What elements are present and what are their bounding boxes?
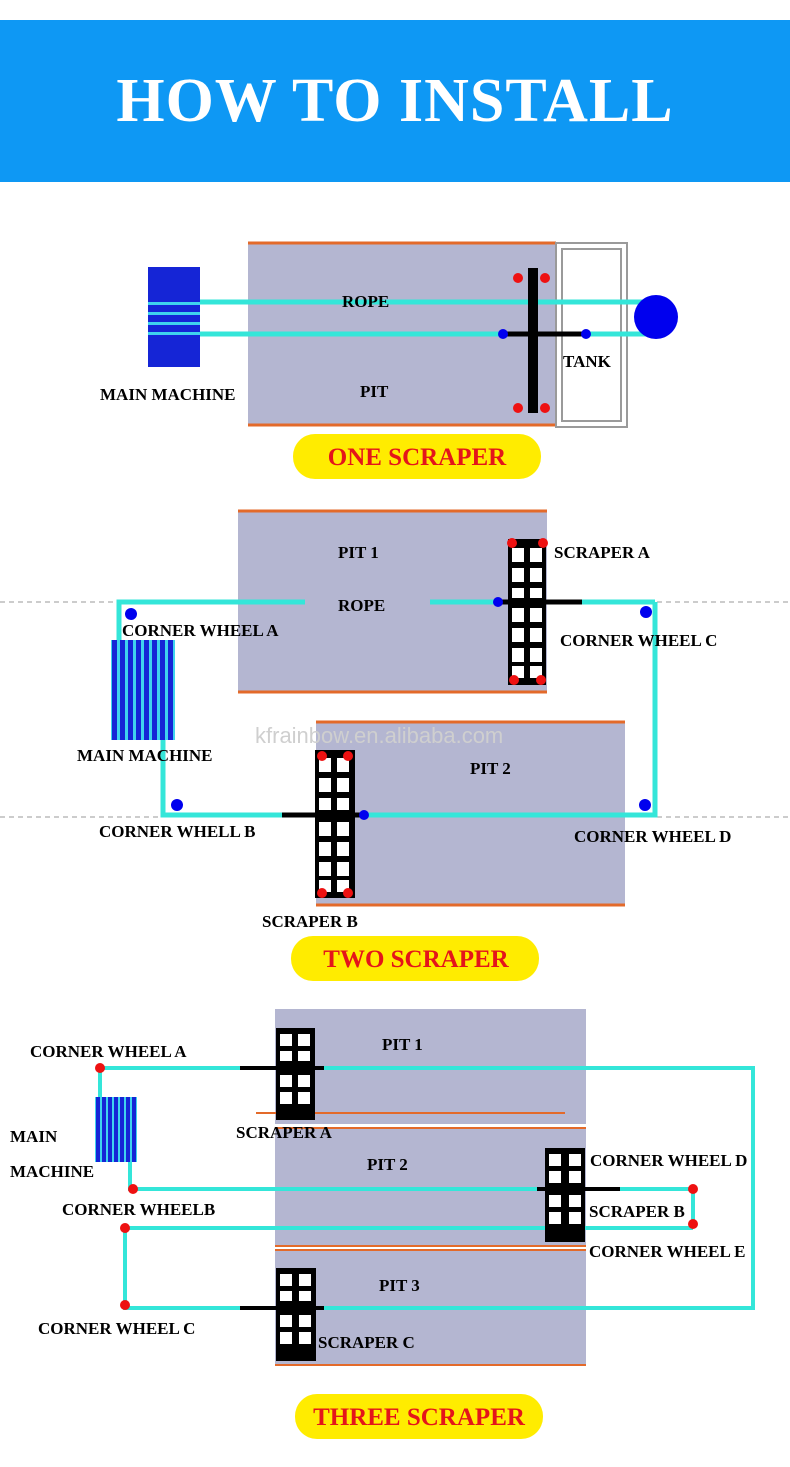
rope-label: ROPE [342,292,389,311]
scraper-b-label: SCRAPER B [589,1202,685,1221]
scraper-b-label: SCRAPER B [262,912,358,931]
caption-pill [295,1394,543,1439]
scraper-b [282,750,365,898]
rope-label: ROPE [338,596,385,615]
scraper-wheel-dot [513,403,523,413]
rope-path [116,599,305,640]
caption-pill [291,936,539,981]
scraper-wheel-dot [540,403,550,413]
corner-wheel-e-dot [688,1219,698,1229]
rope-path [160,740,285,818]
pit-2-label: PIT 2 [367,1155,408,1174]
corner-wheel-d-label: CORNER WHEEL D [574,827,731,846]
scraper-a-label: SCRAPER A [236,1123,333,1142]
watermark: kfrainbow.en.alibaba.com [255,723,503,748]
corner-wheel-c-label: CORNER WHEEL C [38,1319,195,1338]
scraper-wheel-dot [507,538,517,548]
rope-joint-dot [498,329,508,339]
main-machine [111,640,175,740]
pit-1-label: PIT 1 [382,1035,423,1054]
scraper-wheel-dot [509,675,519,685]
header-banner: HOW TO INSTALL [0,20,790,182]
pit-3-label: PIT 3 [379,1276,420,1295]
scraper-wheel-dot [536,675,546,685]
one-scraper-diagram: ROPE TANK MAIN MACHINE PIT ONE SCRAPER [100,241,678,479]
scraper-a [240,1028,324,1120]
caption-three-scraper: THREE SCRAPER [313,1404,526,1431]
rope-joint-dot [493,597,503,607]
scraper-wheel-dot [538,538,548,548]
corner-wheel-e-label: CORNER WHEEL E [589,1242,746,1261]
tank-label: TANK [563,352,612,371]
main-machine-label-line1: MAIN [10,1127,58,1146]
scraper-a-label: SCRAPER A [554,543,651,562]
rope-joint-dot [581,329,591,339]
corner-wheel-c-label: CORNER WHEEL C [560,631,717,650]
scraper-wheel-dot [343,751,353,761]
caption-one-scraper: ONE SCRAPER [328,444,507,471]
corner-wheel-dot [120,1223,130,1233]
scraper-wheel-dot [317,888,327,898]
main-machine-label: MAIN MACHINE [100,385,236,404]
rope-joint-dot [359,810,369,820]
corner-wheel-b-dot [171,799,183,811]
main-machine [95,1097,137,1162]
corner-wheel-d-dot [639,799,651,811]
corner-wheel-b-label: CORNER WHEELB [62,1200,215,1219]
two-scraper-diagram: PIT 1 ROPE SCRAPER A CORNER WHEEL A CORN… [0,509,790,981]
main-machine-label-line2: MACHINE [10,1162,94,1181]
corner-wheel-a-dot [95,1063,105,1073]
pit-2-label: PIT 2 [470,759,511,778]
scraper-a [498,539,582,685]
scraper-c [240,1268,324,1361]
scraper-b [537,1148,620,1242]
caption-pill [293,434,541,479]
scraper-wheel-dot [343,888,353,898]
caption-two-scraper: TWO SCRAPER [323,946,509,973]
three-scraper-diagram: CORNER WHEEL A PIT 1 SCRAPER A MAIN MACH… [10,1009,755,1439]
scraper-wheel-dot [317,751,327,761]
pit-label: PIT [360,382,389,401]
main-machine-label: MAIN MACHINE [77,746,213,765]
corner-wheel-d-dot [688,1184,698,1194]
scraper-wheel-dot [540,273,550,283]
corner-wheel-d-label: CORNER WHEEL D [590,1151,747,1170]
page-title: HOW TO INSTALL [116,67,674,135]
corner-wheel-c-dot [120,1300,130,1310]
corner-wheel [634,295,678,339]
corner-wheel-b-label: CORNER WHELL B [99,822,256,841]
scraper-wheel-dot [513,273,523,283]
corner-wheel-a-label: CORNER WHEEL A [30,1042,187,1061]
main-machine [148,267,200,367]
corner-wheel-c-dot [640,606,652,618]
corner-wheel-a-label: CORNER WHEEL A [122,621,279,640]
rope-path [330,602,658,818]
corner-wheel-a-dot [125,608,137,620]
scraper-c-label: SCRAPER C [318,1333,415,1352]
pit-1-label: PIT 1 [338,543,379,562]
corner-wheel-b-dot [128,1184,138,1194]
